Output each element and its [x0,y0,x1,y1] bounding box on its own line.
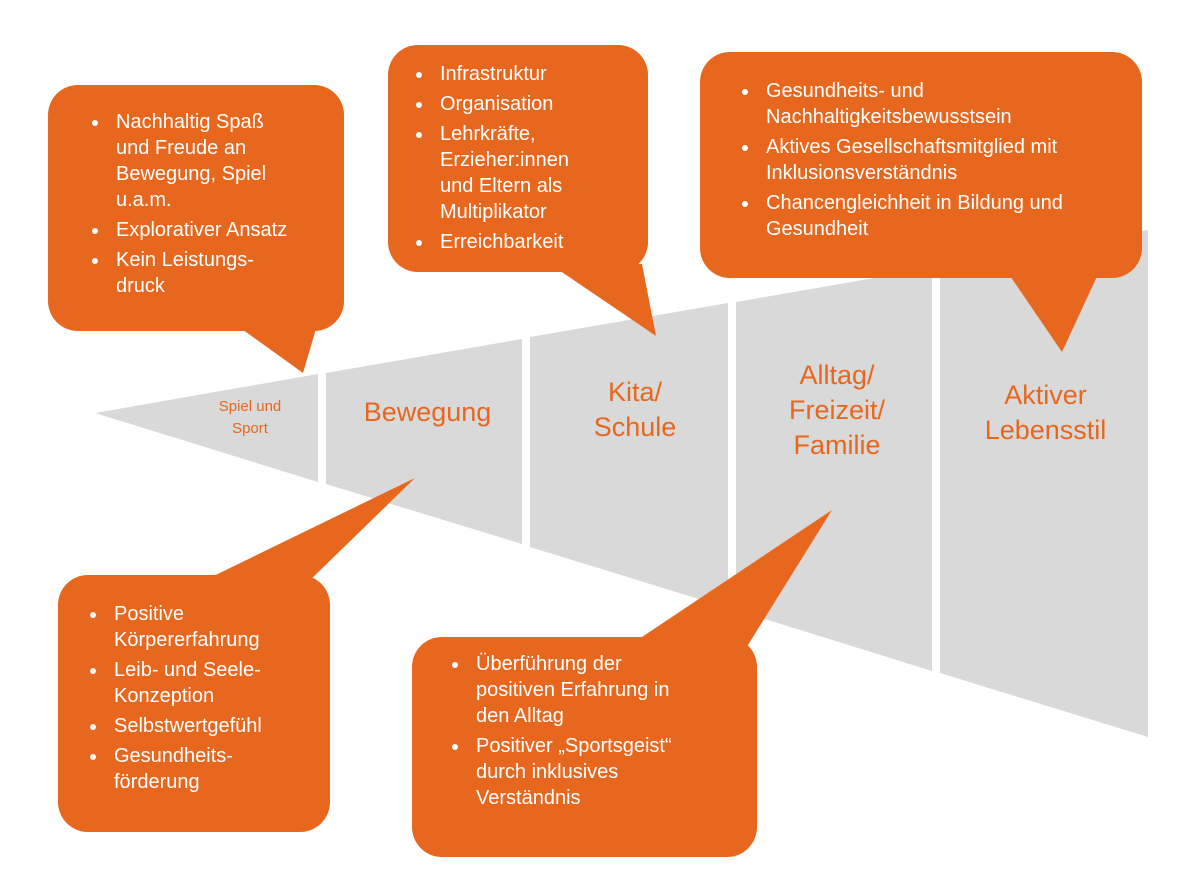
bullet-item: Organisation [434,91,634,117]
callout-bewegung: Positive Körpererfahrung Leib- und Seele… [58,575,330,832]
segment-kita-schule [530,303,728,608]
bullet-item: Überführung der positiven Erfahrung in d… [470,651,741,729]
bullet-list: Gesundheits- und Nachhaltigkeitsbewussts… [734,78,1124,242]
bullet-item: Gesundheits- und Nachhaltigkeitsbewussts… [760,78,1124,130]
bullet-item: Explorativer Ansatz [110,217,324,243]
segment-label-bewegung: Bewegung [363,397,492,427]
bullet-item: Leib- und Seele- Konzeption [108,657,312,709]
callout-kita-schule: Infrastruktur Organisation Lehrkräfte, E… [388,45,648,272]
bullet-item: Nachhaltig Spaß und Freude an Bewegung, … [110,109,324,213]
bullet-item: Selbstwertgefühl [108,713,312,739]
bullet-list: Positive Körpererfahrung Leib- und Seele… [82,601,312,795]
bullet-list: Überführung der positiven Erfahrung in d… [444,651,741,811]
bullet-item: Infrastruktur [434,61,634,87]
callout-tail-spiel-und-sport [232,322,318,373]
callout-tail-aktiver-lebensstil [1006,270,1100,352]
bullet-item: Kein Leistungs- druck [110,247,324,299]
bullet-item: Gesundheits- förderung [108,743,312,795]
callout-spiel-und-sport: Nachhaltig Spaß und Freude an Bewegung, … [48,85,344,331]
bullet-item: Aktives Gesellschaftsmitglied mit Inklus… [760,134,1124,186]
callout-aktiver-lebensstil: Gesundheits- und Nachhaltigkeitsbewussts… [700,52,1142,278]
segment-spiel-und-sport [95,374,318,482]
bullet-item: Erreichbarkeit [434,229,634,255]
bullet-list: Nachhaltig Spaß und Freude an Bewegung, … [84,109,324,299]
segment-label-aktiver-lebensstil: Aktiver Lebensstil [984,380,1107,446]
segment-label-spiel-und-sport: Spiel und Sport [218,398,282,437]
bullet-list: Infrastruktur Organisation Lehrkräfte, E… [408,61,634,255]
callout-tail-bewegung [195,478,415,585]
callout-tail-kita-schule [550,264,656,336]
bullet-item: Chancengleichheit in Bildung und Gesundh… [760,190,1124,242]
segment-label-kita-schule: Kita/ Schule [593,377,677,443]
segment-aktiver-lebensstil [940,230,1148,737]
bullet-item: Lehrkräfte, Erzieher:innen und Eltern al… [434,121,634,225]
segment-bewegung [326,339,522,544]
callout-tail-alltag-freizeit-familie [630,510,832,645]
segment-label-alltag-freizeit-familie: Alltag/ Freizeit/ Familie [788,360,886,461]
bullet-item: Positiver „Sportsgeist“ durch inklusives… [470,733,741,811]
bullet-item: Positive Körpererfahrung [108,601,312,653]
callout-alltag-freizeit-familie: Überführung der positiven Erfahrung in d… [412,637,757,857]
